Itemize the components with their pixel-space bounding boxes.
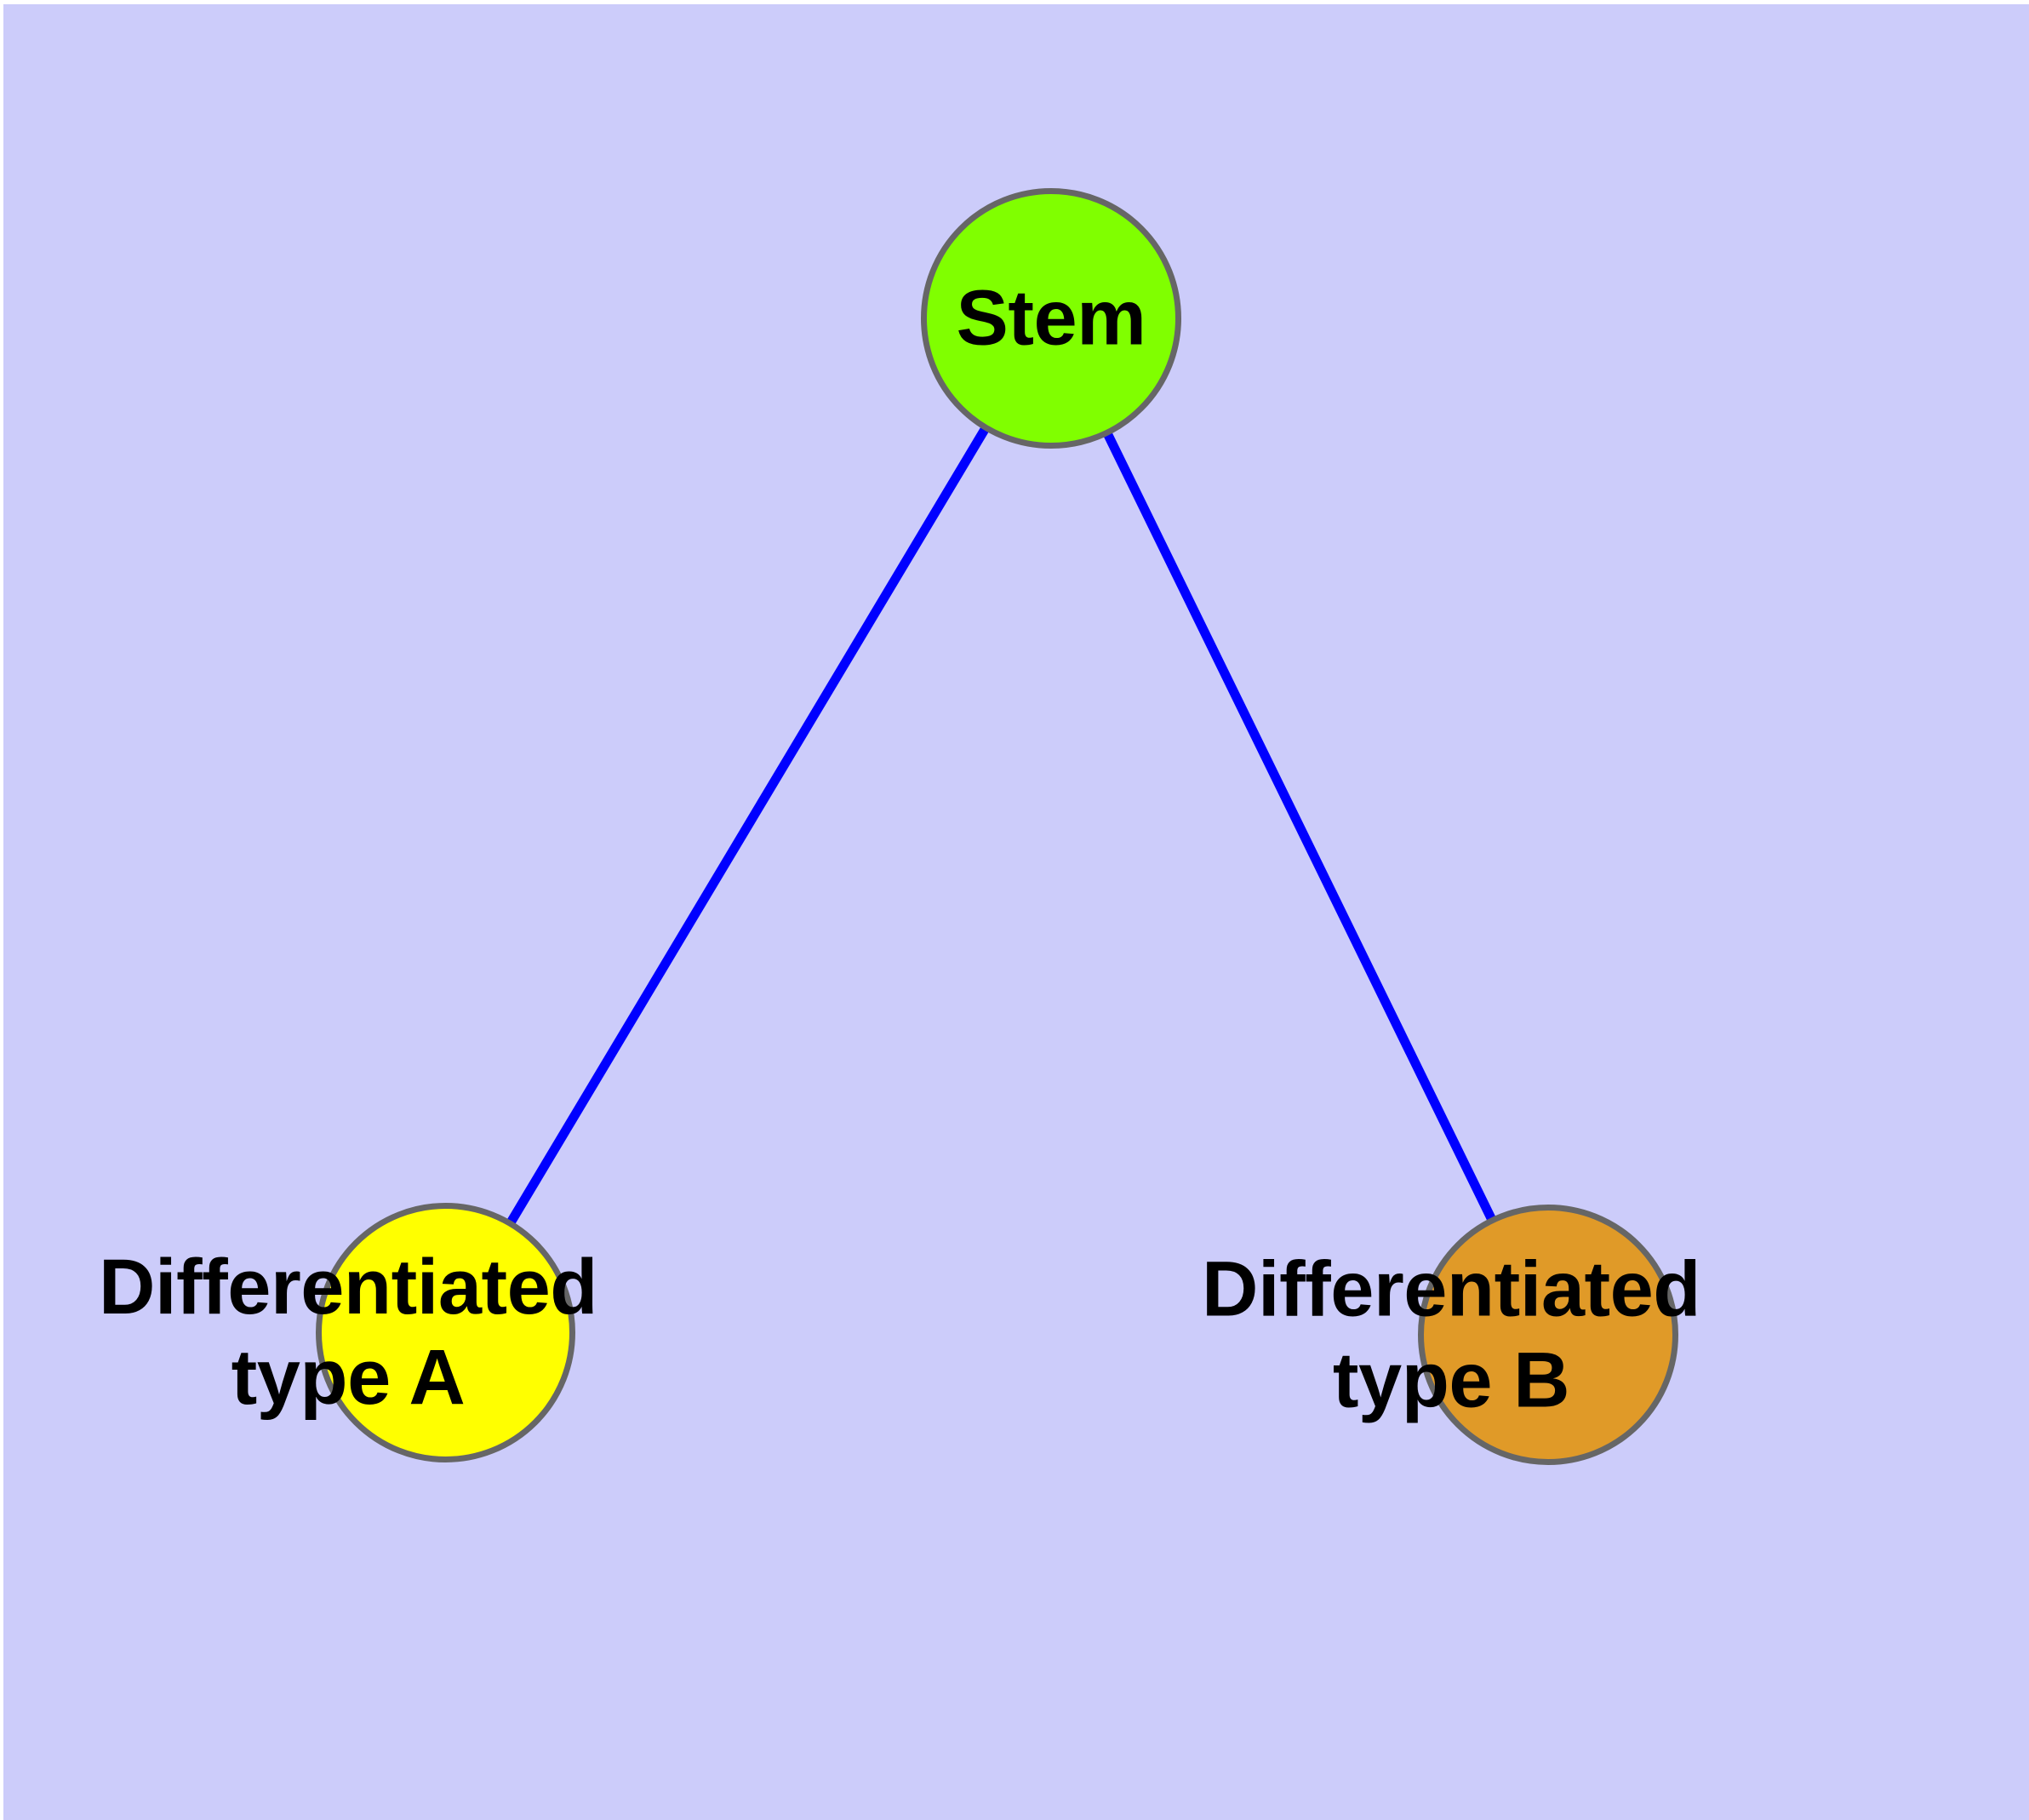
node-circle-diff_a[interactable]	[315, 1202, 575, 1462]
edge-stem-diff-b[interactable]	[1047, 316, 1552, 1337]
node-circle-diff_b[interactable]	[1418, 1205, 1678, 1465]
node-stem[interactable]: Stem	[921, 188, 1181, 449]
node-diff_a[interactable]: Differentiated type A	[99, 1202, 597, 1462]
node-diff_b[interactable]: Differentiated type B	[1202, 1205, 1700, 1465]
edge-stem-diff-a[interactable]	[441, 316, 1055, 1335]
node-circle-stem[interactable]	[921, 188, 1181, 449]
